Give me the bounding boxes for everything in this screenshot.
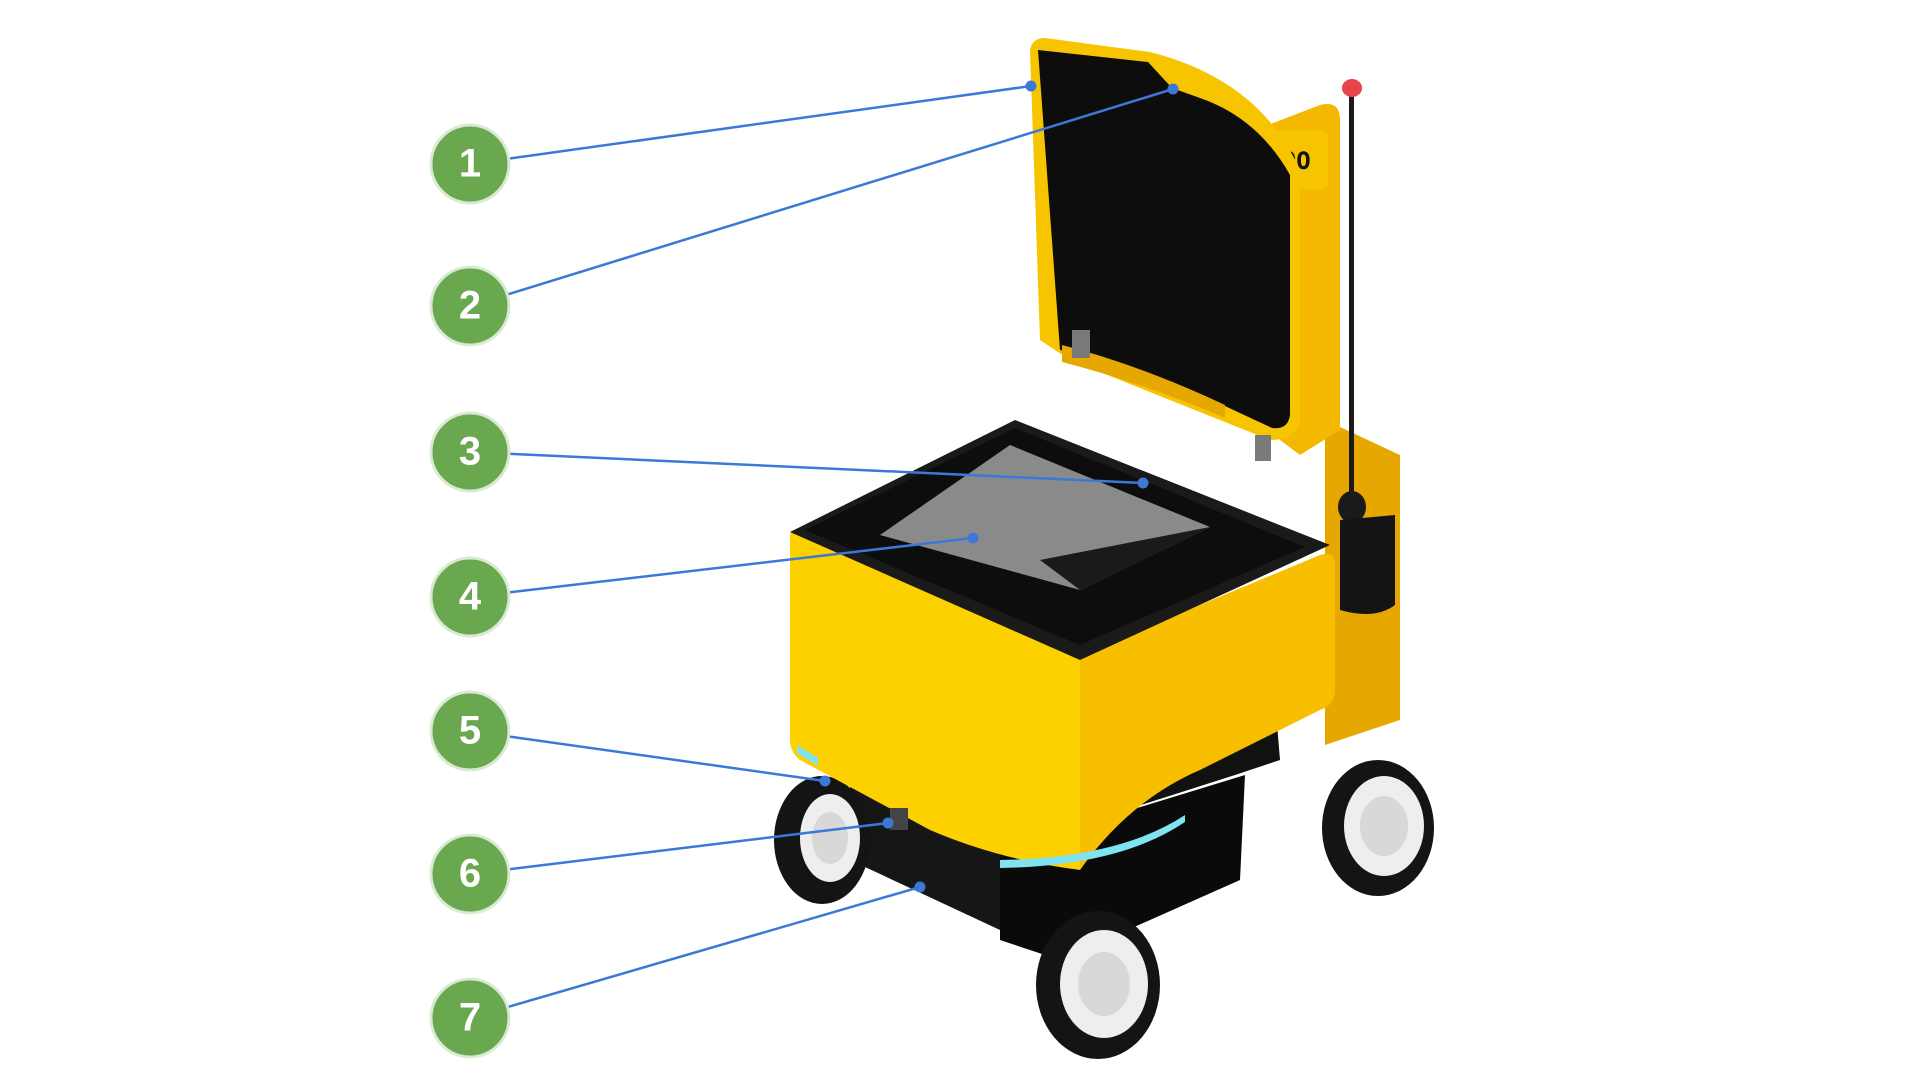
- callout-3-circle: [429, 411, 511, 493]
- robot-body-right-face: [1080, 553, 1335, 870]
- leader-line-3: [469, 450, 1144, 485]
- rear-right-wheel: [1322, 760, 1434, 896]
- delivery-robot-illustration: OOO: [774, 38, 1434, 1059]
- leader-dot-2: [1167, 83, 1179, 95]
- callout-4: 4: [429, 556, 511, 638]
- callout-1-label: 1: [459, 142, 481, 186]
- left-light-strip: [797, 745, 818, 766]
- leader-line-7: [469, 885, 921, 1020]
- callout-6-circle: [429, 833, 511, 915]
- open-lid-inner-panel: [1038, 50, 1290, 429]
- robot-body-left-face: [790, 531, 1080, 870]
- leader-line-4: [469, 536, 974, 599]
- callout-7-label: 7: [459, 996, 481, 1040]
- callout-3-label: 3: [459, 430, 481, 474]
- leader-dot-7: [914, 881, 926, 893]
- front-left-wheel: [774, 776, 870, 904]
- leader-lines: [469, 84, 1174, 1020]
- leader-line-2: [469, 87, 1174, 308]
- callout-3: 3: [429, 411, 511, 493]
- callout-1-circle: [429, 123, 511, 205]
- callout-5: 5: [429, 690, 511, 772]
- leader-dot-4: [967, 532, 979, 544]
- callout-4-label: 4: [459, 575, 482, 619]
- callout-badges: 1 2 3 4 5 6 7: [429, 123, 511, 1059]
- lid-hinge-left: [1072, 330, 1090, 358]
- leader-dot-5: [819, 775, 831, 787]
- callout-2: 2: [429, 265, 511, 347]
- front-light-strip: [1000, 815, 1185, 868]
- callout-4-circle: [429, 556, 511, 638]
- callout-6-label: 6: [459, 852, 481, 896]
- lid-hinge-arc: [1062, 345, 1225, 418]
- beacon-pole-base: [1338, 491, 1366, 523]
- callout-2-circle: [429, 265, 511, 347]
- callout-2-label: 2: [459, 284, 481, 328]
- callout-1: 1: [429, 123, 511, 205]
- leader-line-5: [469, 729, 826, 783]
- leader-dot-3: [1137, 477, 1149, 489]
- leader-line-6: [469, 821, 889, 876]
- beacon-light: [1342, 79, 1362, 97]
- leader-line-endpoints: [819, 80, 1179, 893]
- front-sensor: [890, 808, 908, 830]
- beacon-pole: [1349, 95, 1354, 505]
- callout-7-circle: [429, 977, 511, 1059]
- leader-dot-1: [1025, 80, 1037, 92]
- front-right-wheel: [1036, 911, 1160, 1059]
- leader-dot-6: [882, 817, 894, 829]
- callout-6: 6: [429, 833, 511, 915]
- side-lamp-housing: [1340, 515, 1395, 614]
- leader-line-1: [469, 84, 1032, 166]
- callout-5-label: 5: [459, 709, 481, 753]
- lid-hinge-right: [1255, 435, 1271, 461]
- callout-7: 7: [429, 977, 511, 1059]
- callout-5-circle: [429, 690, 511, 772]
- cargo-floor-shadow: [1040, 527, 1210, 590]
